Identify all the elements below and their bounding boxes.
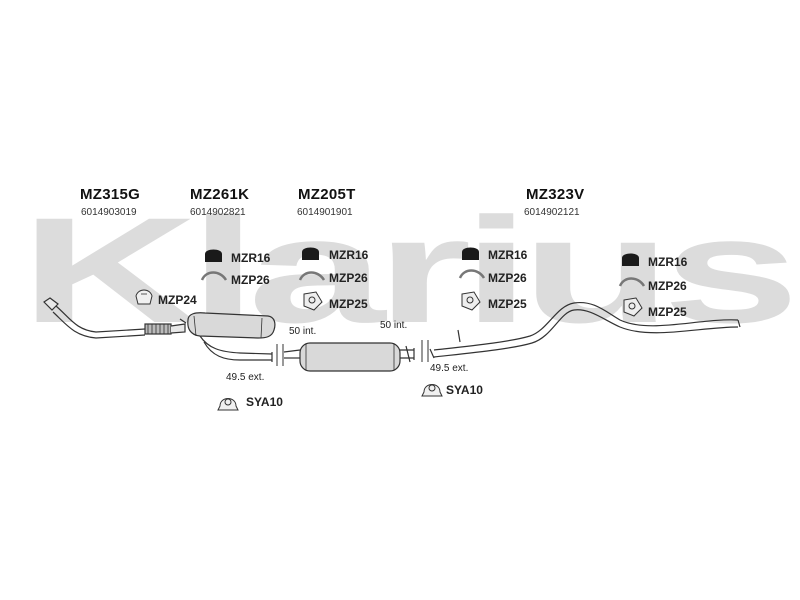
- dim-ext-left: 49.5 ext.: [226, 372, 265, 383]
- label-mzp24: MZP24: [158, 293, 197, 307]
- tail-pipe: [429, 301, 741, 359]
- bracket-icon-2a: [298, 271, 326, 281]
- rubber-mount-icon-3: [462, 247, 479, 260]
- dim-ext-right: 49.5 ext.: [430, 363, 469, 374]
- section-number-2: 6014902821: [190, 207, 246, 218]
- label-g1-mzp26: MZP26: [231, 273, 270, 287]
- section-code-3: MZ205T: [298, 186, 356, 203]
- section-code-4: MZ323V: [526, 186, 585, 203]
- dim-int-left: 50 int.: [289, 326, 317, 337]
- label-g2-mzp25: MZP25: [329, 297, 368, 311]
- mzp24-icon: [135, 289, 153, 305]
- dim-int-right: 50 int.: [380, 320, 408, 331]
- rubber-mount-icon-4: [622, 253, 639, 266]
- rubber-mount-icon-2: [302, 247, 319, 260]
- section-code-1: MZ315G: [80, 186, 141, 203]
- clamp-bracket-icon-2: [303, 291, 323, 311]
- label-g3-mzp26: MZP26: [488, 271, 527, 285]
- bracket-icon-1a: [200, 271, 228, 281]
- label-g4-mzp25: MZP25: [648, 305, 687, 319]
- sya10-icon-right: [421, 384, 443, 397]
- label-g3-mzp25: MZP25: [488, 297, 527, 311]
- clamp-left: [276, 344, 284, 366]
- label-g2-mzp26: MZP26: [329, 271, 368, 285]
- label-g4-mzp26: MZP26: [648, 279, 687, 293]
- bracket-icon-3a: [458, 269, 486, 279]
- bracket-icon-4a: [618, 277, 646, 287]
- centre-silencer: [187, 312, 276, 362]
- section-number-4: 6014902121: [524, 207, 580, 218]
- front-pipe: [43, 297, 186, 339]
- hanger-pin: [457, 329, 461, 343]
- label-sya10-right: SYA10: [446, 383, 483, 397]
- label-g2-mzr16: MZR16: [329, 248, 369, 262]
- section-code-2: MZ261K: [190, 186, 250, 203]
- section-number-1: 6014903019: [81, 207, 137, 218]
- label-sya10-left: SYA10: [246, 395, 283, 409]
- label-g3-mzr16: MZR16: [488, 248, 528, 262]
- section-number-3: 6014901901: [297, 207, 353, 218]
- sya10-icon-left: [217, 398, 239, 411]
- label-g4-mzr16: MZR16: [648, 255, 688, 269]
- middle-silencer: [283, 342, 415, 372]
- clamp-bracket-icon-3: [461, 291, 481, 311]
- clamp-bracket-icon-4: [623, 297, 643, 317]
- rubber-mount-icon-1: [205, 249, 222, 262]
- clamp-right: [421, 340, 429, 362]
- label-g1-mzr16: MZR16: [231, 251, 271, 265]
